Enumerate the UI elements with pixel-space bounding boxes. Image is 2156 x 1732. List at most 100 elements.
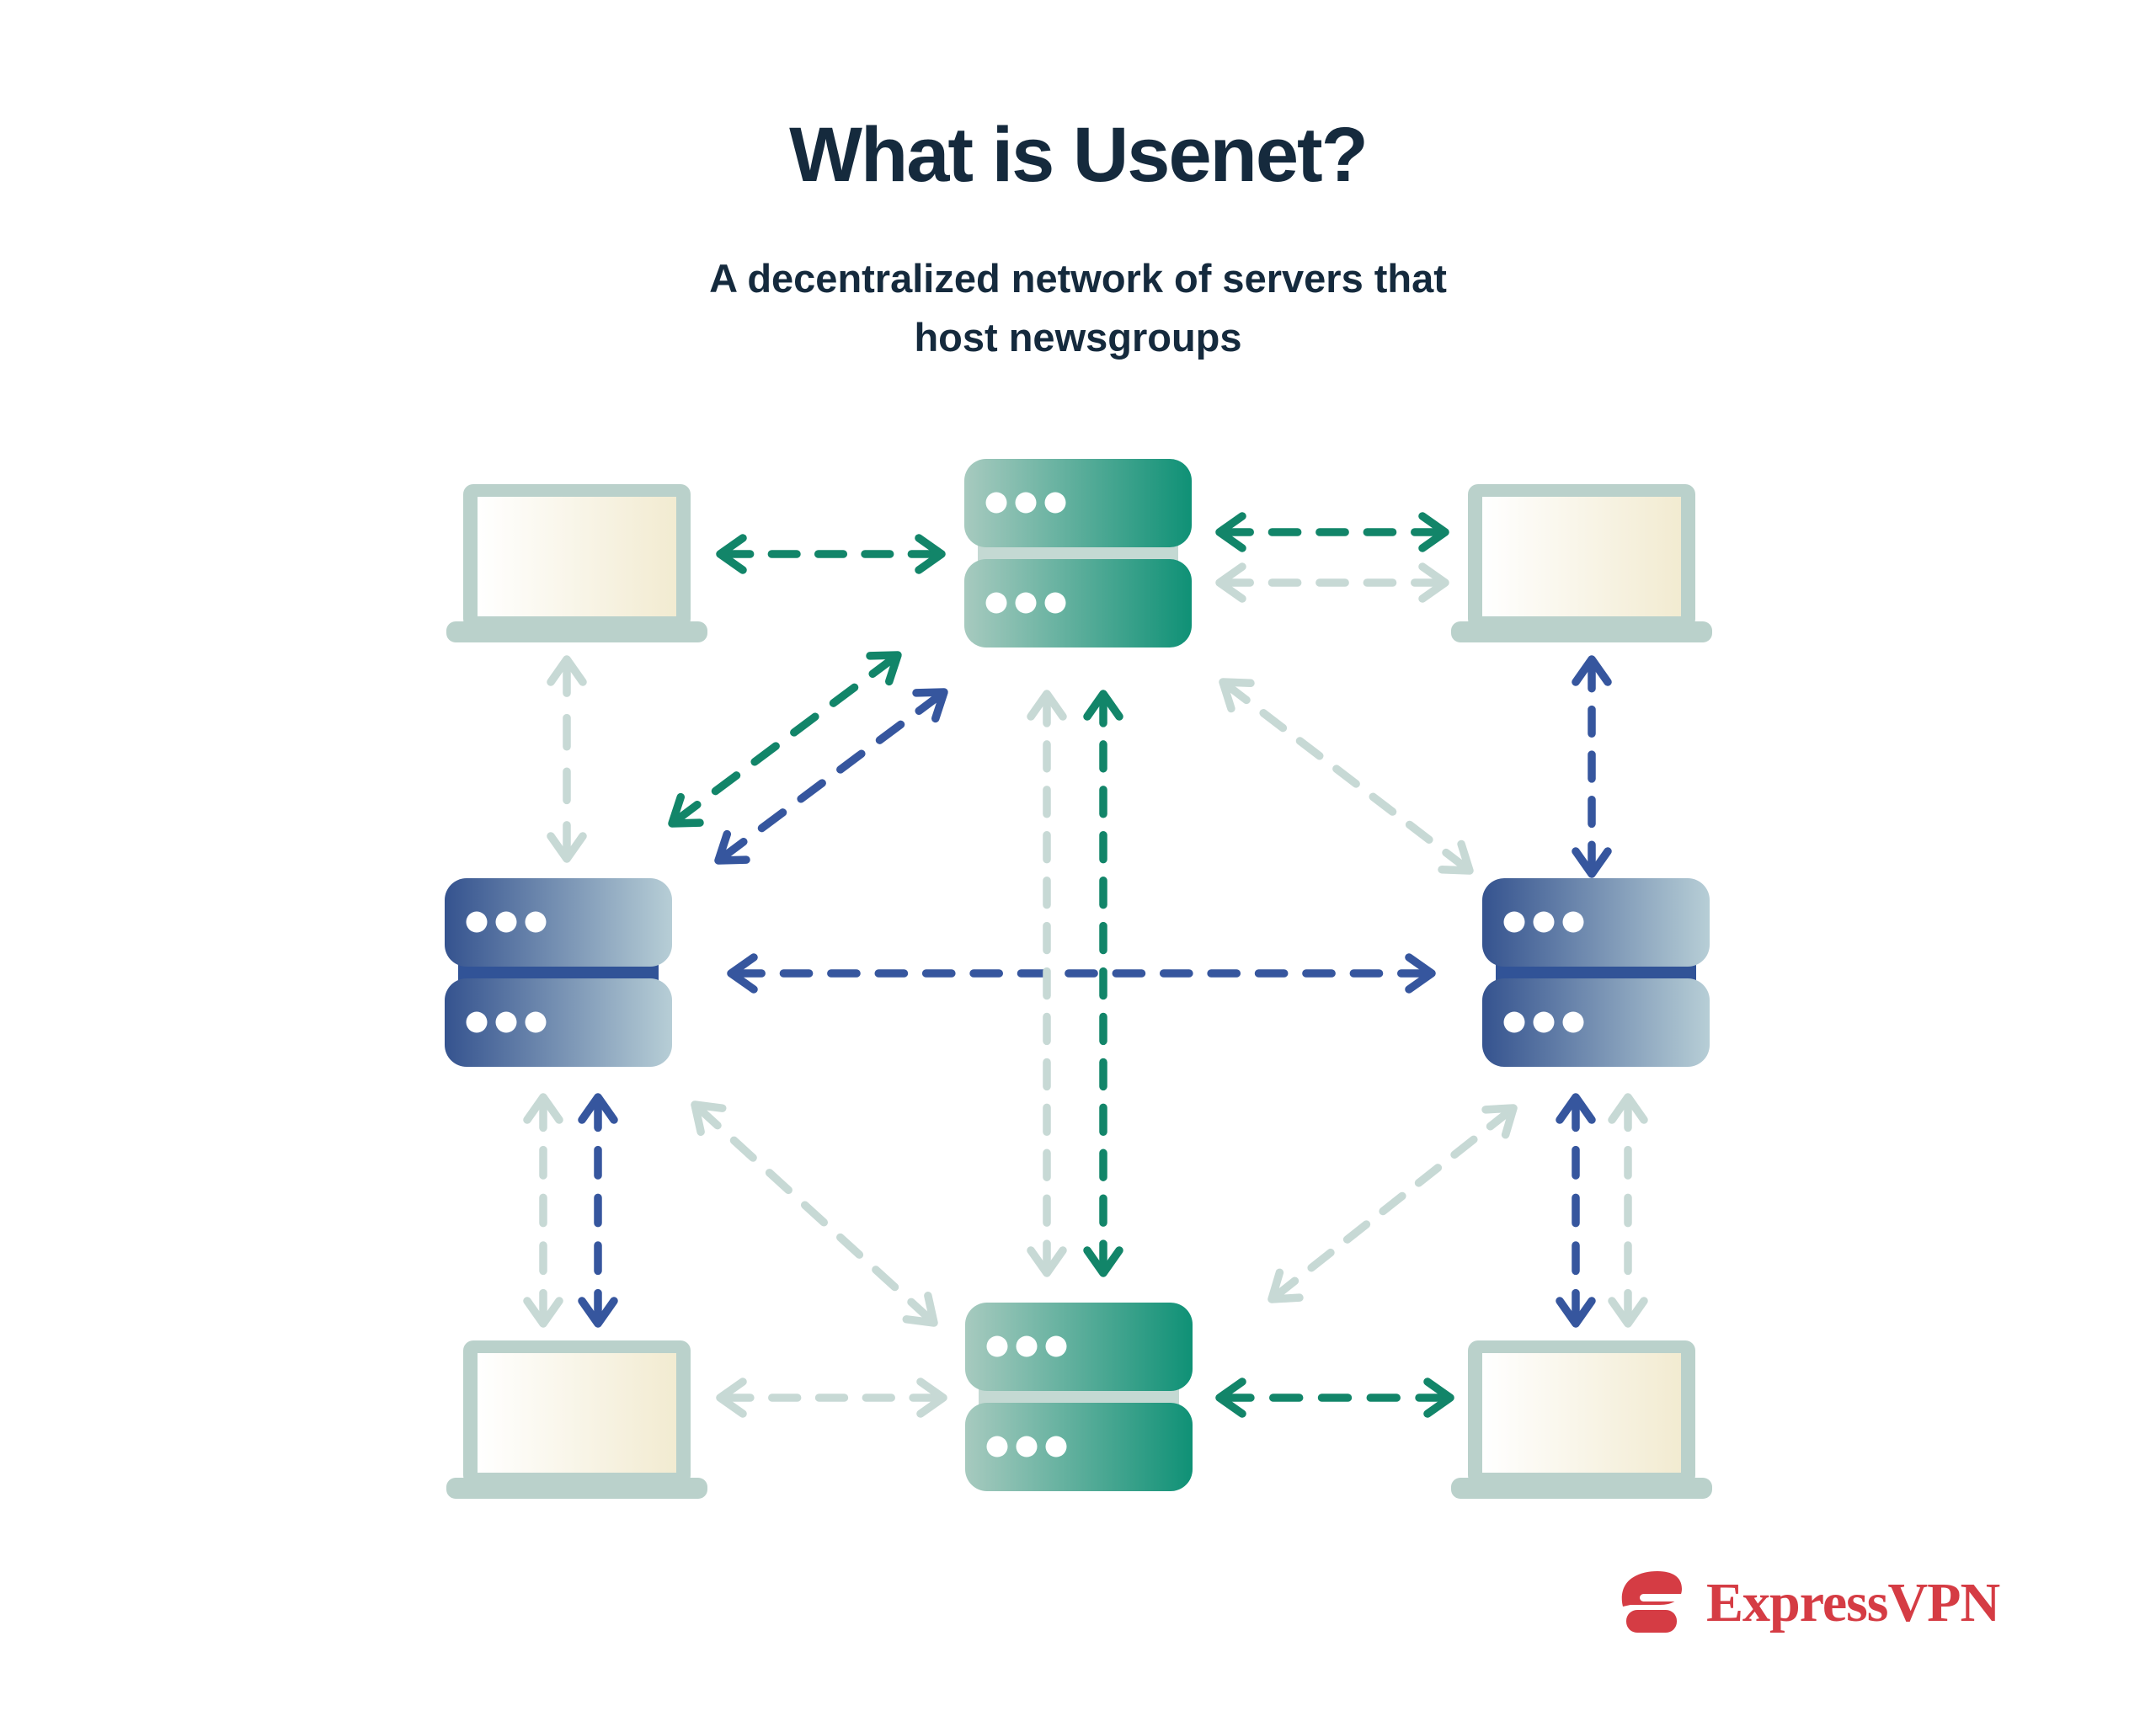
server-separator-band <box>1496 965 1696 980</box>
arrow-tl-laptop--left-server <box>547 655 587 863</box>
server-led-dot <box>1045 1436 1067 1458</box>
arrow-left-server--right-server <box>727 953 1436 994</box>
server-box-bottom <box>964 559 1192 648</box>
arrow-head <box>1556 1093 1596 1124</box>
arrow-head <box>668 792 704 828</box>
arrow-head <box>716 534 747 574</box>
server-separator-band <box>979 1389 1179 1404</box>
arrow-head <box>1608 1093 1648 1124</box>
server-top <box>964 459 1192 648</box>
server-box-bottom <box>445 978 672 1067</box>
server-box-top <box>1482 878 1710 967</box>
server-box-top <box>965 1303 1193 1391</box>
server-led-dot <box>525 911 547 933</box>
page-subtitle-line1: A decentralized network of servers that <box>709 256 1447 301</box>
arrow-head <box>1083 690 1123 721</box>
arrow-head <box>866 651 902 686</box>
arrow-bottom-server--right-server-light <box>1267 1104 1518 1303</box>
arrow-left-server--bottom-server-light <box>691 1100 938 1327</box>
arrow-left-server--top-server-navy <box>714 688 948 865</box>
arrow-head <box>912 688 948 723</box>
server-led-dot <box>1044 592 1066 614</box>
arrow-head <box>578 1297 618 1328</box>
arrow-head <box>1027 1246 1067 1277</box>
arrow-head <box>578 1093 618 1124</box>
arrow-head <box>1083 1246 1123 1277</box>
page-subtitle-line2: host newsgroups <box>914 315 1242 360</box>
server-led-dot <box>986 1335 1008 1357</box>
server-led-dot <box>985 592 1007 614</box>
server-box-top <box>964 459 1192 547</box>
arrow-head <box>523 1297 563 1328</box>
server-led-dot <box>1045 1335 1067 1357</box>
arrow-top-server--bottom-server-light <box>1027 690 1067 1277</box>
server-box-top <box>445 878 672 967</box>
expressvpn-wordmark: ExpressVPN <box>1706 1572 2000 1633</box>
servers-layer <box>445 459 1710 1491</box>
server-led-dot <box>1503 911 1525 933</box>
server-led-dot <box>986 1436 1008 1458</box>
server-led-dot <box>1562 1011 1584 1033</box>
page-subtitle: A decentralized network of servers that h… <box>0 249 2156 367</box>
arrow-head <box>1418 562 1449 603</box>
logo-slit <box>1640 1594 1684 1601</box>
expressvpn-logo-icon <box>1621 1571 1684 1633</box>
laptop-screen <box>1482 1353 1681 1473</box>
arrow-top-server--bottom-server-green <box>1083 690 1123 1277</box>
expressvpn-logo: ExpressVPN <box>1619 1564 2000 1642</box>
arrow-head <box>1572 847 1612 878</box>
arrow-head <box>1423 1378 1454 1418</box>
laptop-screen <box>1482 497 1681 616</box>
server-led-dot <box>1562 911 1584 933</box>
arrow-head <box>714 829 750 865</box>
laptop-base <box>1451 1478 1712 1499</box>
arrow-head <box>1556 1297 1596 1328</box>
arrow-head <box>1267 1268 1304 1303</box>
arrow-line <box>718 690 944 862</box>
server-led-dot <box>1533 911 1555 933</box>
arrow-head <box>1219 678 1255 713</box>
arrow-head <box>916 1378 947 1418</box>
laptop-base <box>446 621 707 642</box>
server-led-dot <box>1503 1011 1525 1033</box>
laptop-top-right <box>1451 484 1712 642</box>
arrow-head <box>523 1093 563 1124</box>
laptop-screen <box>478 497 676 616</box>
arrow-bl-laptop--bottom-server <box>716 1378 947 1418</box>
arrow-line <box>672 653 898 825</box>
arrow-head <box>915 534 946 574</box>
laptop-base <box>446 1478 707 1499</box>
arrow-top-server--tr-laptop-light <box>1215 562 1449 603</box>
server-separator-band <box>458 965 659 980</box>
server-led-dot <box>1015 592 1037 614</box>
server-led-dot <box>985 492 1007 514</box>
arrow-head <box>1215 562 1246 603</box>
server-led-dot <box>466 1011 488 1033</box>
server-right <box>1482 878 1710 1067</box>
arrow-tl-laptop--top-server <box>716 534 946 574</box>
server-led-dot <box>1016 1436 1038 1458</box>
server-led-dot <box>466 911 488 933</box>
arrow-tr-laptop--right-server <box>1572 655 1612 878</box>
server-bottom <box>965 1303 1193 1491</box>
arrow-line <box>1223 680 1470 872</box>
laptops-layer <box>446 484 1712 1499</box>
arrow-head <box>1027 690 1067 721</box>
server-led-dot <box>525 1011 547 1033</box>
arrow-head <box>1481 1104 1518 1139</box>
arrow-head <box>1608 1297 1648 1328</box>
logo-bottom-bar <box>1626 1610 1677 1633</box>
arrow-head <box>547 832 587 863</box>
arrow-right-server--br-laptop-light <box>1608 1093 1648 1328</box>
arrow-line <box>694 1104 935 1324</box>
arrows-layer <box>523 512 1648 1418</box>
arrow-head <box>902 1292 938 1327</box>
arrow-head <box>1215 1378 1246 1418</box>
arrow-head <box>716 1378 747 1418</box>
laptop-screen <box>478 1353 676 1473</box>
server-box-bottom <box>1482 978 1710 1067</box>
arrow-head <box>547 655 587 686</box>
arrow-head <box>1418 512 1449 552</box>
arrow-head <box>1438 839 1474 875</box>
